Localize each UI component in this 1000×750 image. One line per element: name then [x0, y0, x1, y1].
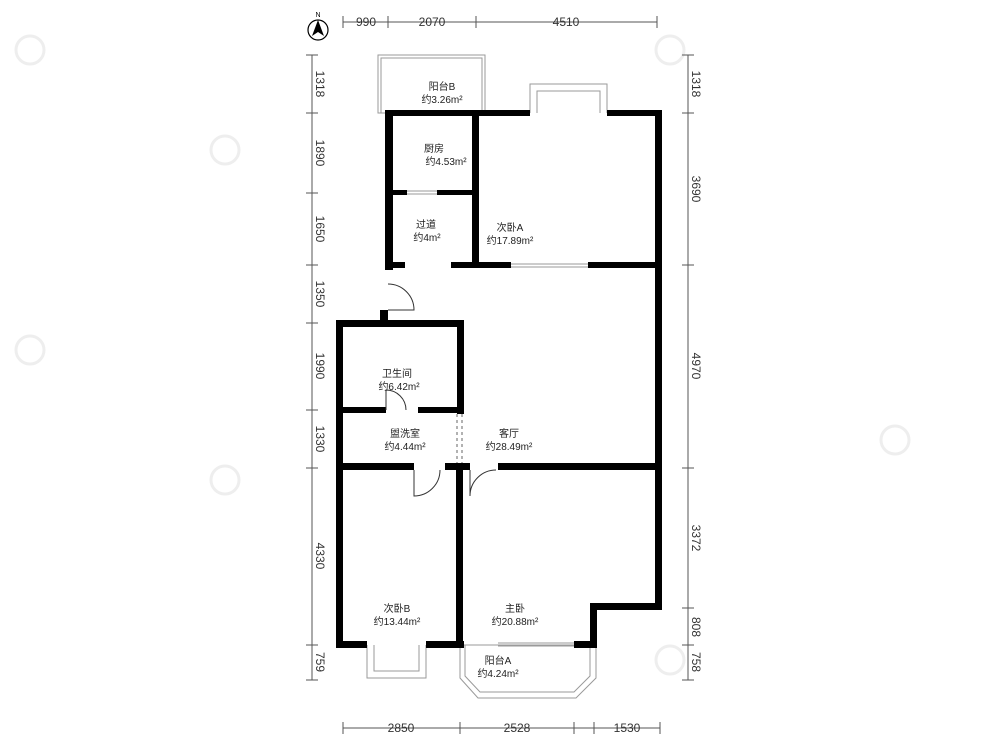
wall	[607, 110, 662, 116]
room-area-bathroom: 约6.42m²	[378, 380, 420, 393]
wall	[385, 190, 407, 195]
dim-left-1: 1318	[313, 71, 327, 98]
dim-left-6: 1330	[313, 426, 327, 453]
dim-top-2: 2070	[419, 15, 446, 29]
doors	[385, 283, 497, 497]
watermark-layer	[14, 34, 911, 676]
wall	[336, 407, 386, 413]
dimension-labels: 990 2070 4510 2850 2528 1530 1318 1890 1…	[313, 15, 703, 735]
wall	[588, 262, 662, 268]
room-name-laundry: 盥洗室	[390, 427, 420, 440]
wall	[437, 190, 473, 195]
wall	[655, 110, 662, 610]
door-icon	[385, 389, 407, 411]
wall	[336, 320, 464, 327]
room-area-laundry: 约4.44m²	[384, 440, 426, 453]
wall	[385, 262, 405, 268]
wall	[380, 310, 388, 326]
room-name-master: 主卧	[505, 602, 525, 615]
walls	[336, 110, 662, 648]
dim-right-5: 808	[689, 617, 703, 637]
room-area-kitchen: 约4.53m²	[425, 155, 467, 168]
compass-label: N	[315, 12, 320, 19]
dim-left-8: 759	[313, 652, 327, 672]
wall	[590, 603, 662, 610]
dim-top-3: 4510	[553, 15, 580, 29]
room-name-living: 客厅	[499, 427, 519, 440]
dim-left-7: 4330	[313, 543, 327, 570]
room-area-balcony-b: 约3.26m²	[421, 93, 463, 106]
dim-right-4: 3372	[689, 525, 703, 552]
dim-right-1: 1318	[689, 71, 703, 98]
wall	[472, 110, 530, 116]
north-compass: N	[307, 12, 329, 41]
watermark-logo	[209, 134, 241, 166]
bay-window-bottom	[366, 645, 427, 679]
room-name-balcony-b: 阳台B	[429, 80, 456, 93]
entry-door-icon	[387, 283, 415, 311]
wall	[451, 262, 511, 268]
watermark-logo	[654, 644, 686, 676]
dim-top-1: 990	[356, 15, 376, 29]
room-area-corridor: 约4m²	[413, 231, 441, 244]
wall	[457, 320, 464, 414]
wall	[336, 641, 367, 648]
room-area-living: 约28.49m²	[486, 440, 533, 453]
bay-window-top	[529, 83, 608, 113]
wall	[418, 407, 464, 413]
room-area-balcony-a: 约4.24m²	[477, 667, 519, 680]
room-name-bathroom: 卫生间	[382, 367, 412, 380]
dim-left-4: 1350	[313, 281, 327, 308]
compass-arrow-icon	[312, 20, 324, 36]
door-icon	[469, 469, 497, 497]
dim-bottom-1: 2850	[388, 721, 415, 735]
wall	[385, 110, 478, 116]
dim-right-6: 758	[689, 652, 703, 672]
door-icon	[413, 469, 441, 497]
openings	[407, 190, 588, 647]
watermark-logo	[209, 464, 241, 496]
room-area-master: 约20.88m²	[492, 615, 539, 628]
dim-left-3: 1650	[313, 216, 327, 243]
room-name-balcony-a: 阳台A	[485, 654, 512, 667]
wall	[426, 641, 464, 648]
watermark-logo	[654, 34, 686, 66]
room-area-bedroom-b: 约13.44m²	[374, 615, 421, 628]
room-labels: 阳台B 约3.26m² 厨房 约4.53m² 过道 约4m² 次卧A 约17.8…	[374, 80, 539, 680]
dim-left-5: 1990	[313, 353, 327, 380]
watermark-logo	[14, 34, 46, 66]
watermark-logo	[879, 424, 911, 456]
dim-bottom-3: 1530	[614, 721, 641, 735]
dim-right-2: 3690	[689, 176, 703, 203]
wall	[574, 641, 597, 648]
watermark-logo	[14, 334, 46, 366]
dim-left-2: 1890	[313, 140, 327, 167]
room-name-bedroom-b: 次卧B	[384, 602, 411, 615]
dimension-lines	[306, 16, 694, 734]
dim-right-3: 4970	[689, 353, 703, 380]
wall	[336, 463, 414, 470]
room-area-bedroom-a: 约17.89m²	[487, 234, 534, 247]
wall	[472, 110, 479, 268]
wall	[336, 320, 343, 648]
dim-bottom-2: 2528	[504, 721, 531, 735]
room-name-kitchen: 厨房	[424, 142, 444, 155]
wall	[456, 463, 463, 648]
wall	[498, 463, 662, 470]
wall	[590, 603, 597, 648]
room-name-corridor: 过道	[416, 218, 436, 231]
room-name-bedroom-a: 次卧A	[497, 221, 524, 234]
